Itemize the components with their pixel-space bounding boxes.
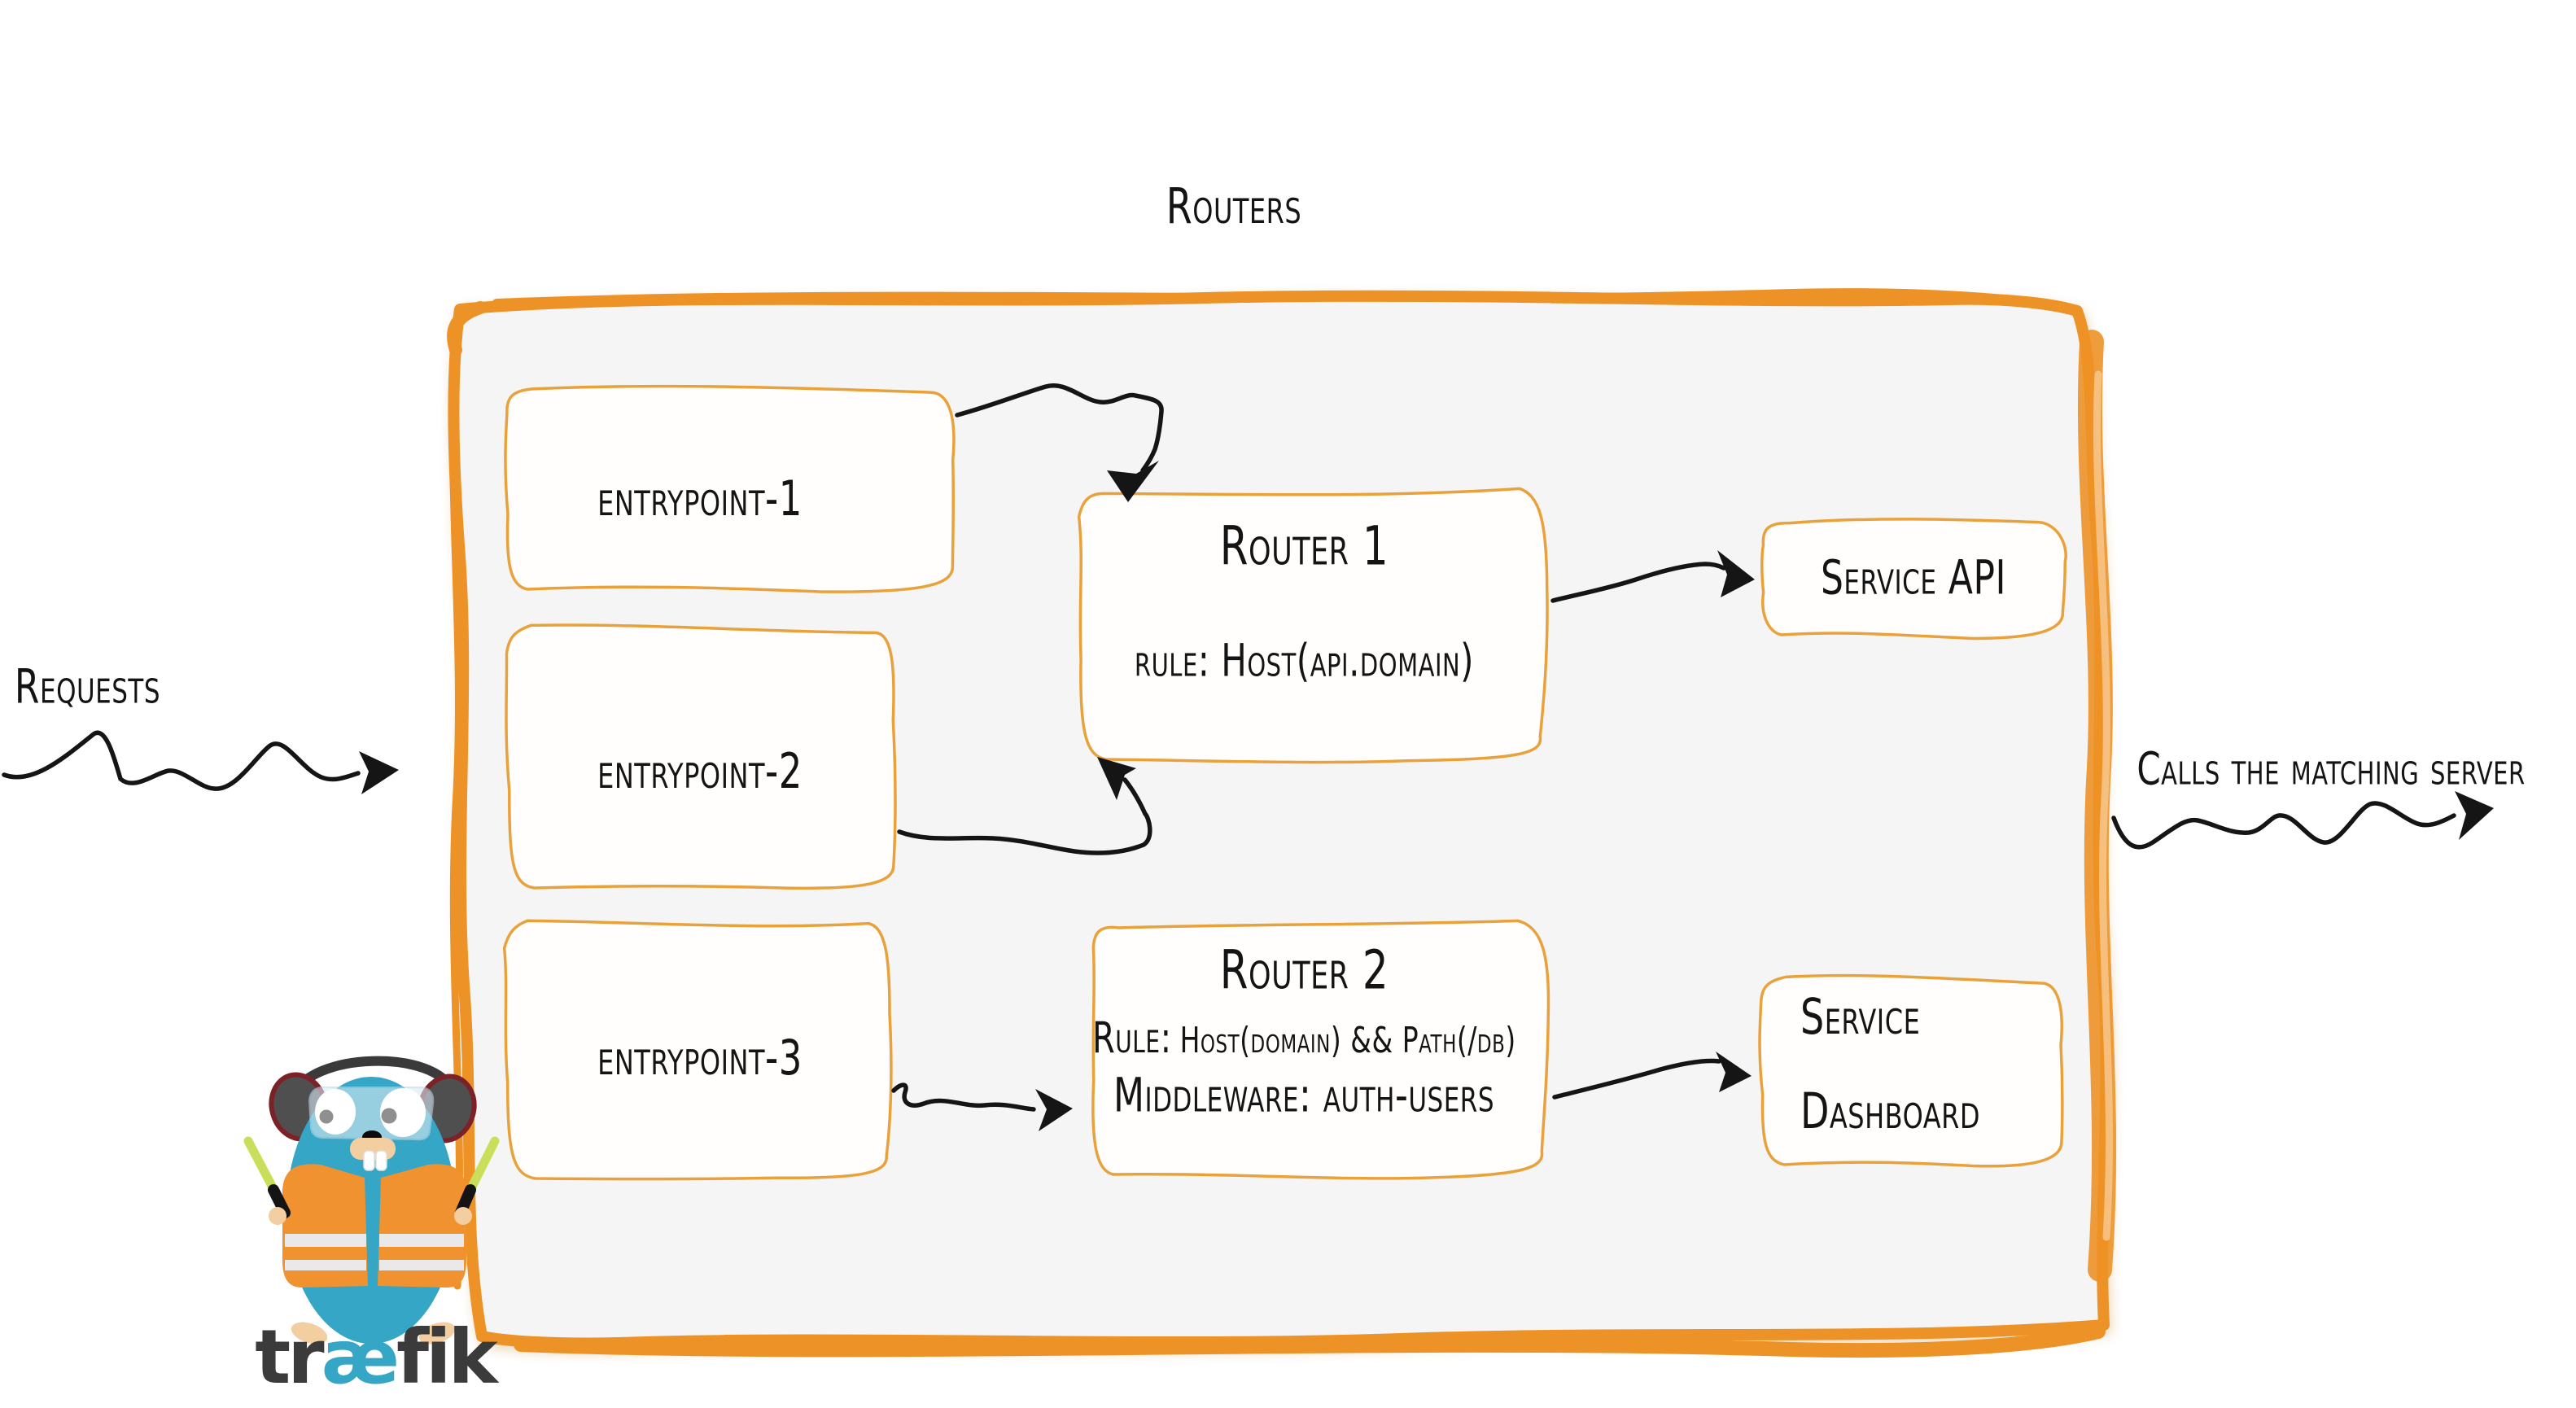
router-2-rule-label: Rule: bbox=[1092, 1013, 1172, 1064]
calls-matching-server-label: Calls the matching server bbox=[2136, 742, 2526, 795]
requests-arrowhead-icon bbox=[359, 751, 399, 794]
arrow-entrypoint3-to-router2 bbox=[891, 1082, 1036, 1112]
arrow-router2-to-service-dashboard bbox=[1552, 1058, 1721, 1100]
entrypoint-1-box bbox=[504, 384, 956, 593]
arrow-router1-to-service-api bbox=[1550, 562, 1726, 603]
entrypoint-3-label: entrypoint-3 bbox=[597, 1029, 803, 1087]
node-boxes bbox=[502, 384, 2067, 1181]
arrows bbox=[2, 383, 2494, 1131]
calls-arrow bbox=[2111, 801, 2456, 850]
panel-top-stroke bbox=[492, 288, 2075, 312]
router-2-middleware: Middleware: auth-users bbox=[1113, 1068, 1494, 1123]
arrowhead-router1-top-icon bbox=[1107, 461, 1159, 502]
service-api-label: Service API bbox=[1820, 550, 2007, 606]
gopher-mascot-icon bbox=[243, 1056, 500, 1345]
panel-topleft-stroke bbox=[447, 301, 487, 356]
wordmark-ae: æ bbox=[321, 1314, 400, 1401]
service-dashboard-label: Service Dashboard bbox=[1800, 969, 2061, 1158]
panel-bottom-stroke bbox=[514, 1324, 2106, 1358]
service-dashboard-line2: Dashboard bbox=[1800, 1082, 1980, 1140]
router-2-title: Router 2 bbox=[1219, 938, 1389, 1002]
router-2-rule-value: Host(domain) && Path(/db) bbox=[1179, 1018, 1516, 1061]
panel-right-stroke bbox=[2077, 330, 2117, 1282]
router-1-box bbox=[1077, 487, 1549, 764]
arrowhead-router1-bottom-icon bbox=[1097, 757, 1136, 800]
wordmark-fik: fik bbox=[396, 1314, 498, 1401]
calls-arrowhead-icon bbox=[2455, 791, 2494, 840]
service-api-box bbox=[1760, 518, 2067, 641]
entrypoint-1-label: entrypoint-1 bbox=[597, 470, 803, 527]
entrypoint-2-label: entrypoint-2 bbox=[597, 742, 803, 800]
entrypoint-2-box bbox=[505, 623, 897, 890]
arrow-entrypoint2-to-router1 bbox=[897, 777, 1152, 855]
arrow-entrypoint1-to-router1 bbox=[955, 383, 1164, 473]
panel-right-highlight bbox=[2093, 370, 2113, 1241]
traefik-wordmark: træfik bbox=[234, 1317, 515, 1398]
router-1-title: Router 1 bbox=[1219, 514, 1389, 578]
router-2-box bbox=[1091, 919, 1550, 1180]
entrypoint-3-box bbox=[502, 919, 893, 1181]
arrowhead-router2-icon bbox=[1035, 1089, 1073, 1131]
router-1-rule: rule: Host(api.domain) bbox=[1134, 634, 1475, 687]
requests-arrow bbox=[2, 730, 361, 791]
wordmark-tr: tr bbox=[255, 1314, 324, 1401]
service-dashboard-line1: Service bbox=[1800, 987, 1921, 1046]
arrowhead-service-api-icon bbox=[1717, 550, 1755, 597]
diagram-title: Routers bbox=[1166, 177, 1302, 235]
requests-label: Requests bbox=[14, 659, 161, 715]
router-2-rule: Rule:Host(domain) && Path(/db) bbox=[1092, 1010, 1515, 1068]
arrowhead-service-dashboard-icon bbox=[1716, 1052, 1752, 1092]
service-dashboard-box bbox=[1758, 973, 2064, 1168]
